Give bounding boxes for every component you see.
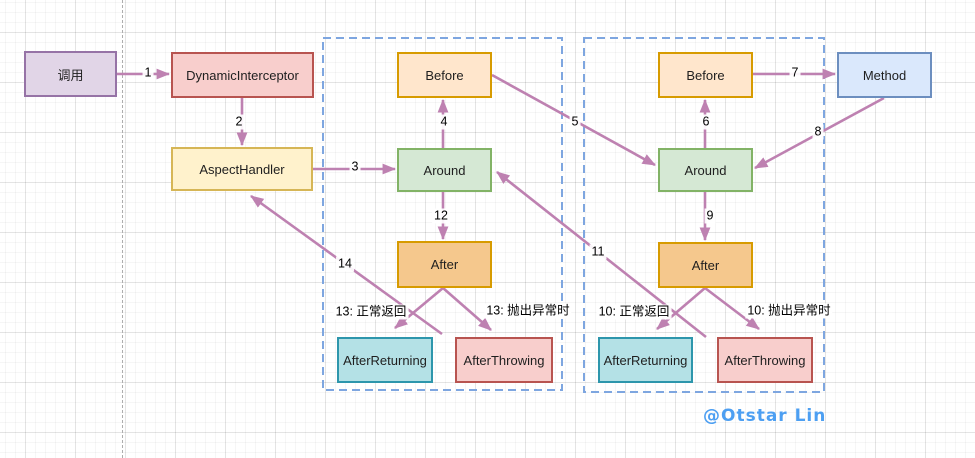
edge-label-10b[interactable]: 10: 抛出异常时: [745, 303, 833, 319]
node-after-returning-1-label: AfterReturning: [343, 352, 427, 368]
edge-arrow-10a[interactable]: [656, 287, 706, 330]
edge-label-6[interactable]: 6: [700, 114, 712, 130]
node-after-returning-2-label: AfterReturning: [603, 352, 688, 368]
edge-label-3[interactable]: 3: [349, 159, 361, 175]
node-method[interactable]: Method: [837, 52, 932, 98]
edge-arrow-13b[interactable]: [442, 287, 492, 331]
edge-label-13b[interactable]: 13: 抛出异常时: [484, 303, 572, 319]
edge-label-13a[interactable]: 13: 正常返回: [333, 304, 409, 320]
edge-label-4[interactable]: 4: [438, 114, 450, 130]
aspect-group-2-container[interactable]: [583, 37, 825, 393]
edge-label-1[interactable]: 1: [142, 65, 154, 81]
node-after-1[interactable]: After: [397, 241, 492, 288]
page-boundary-line: [122, 0, 123, 458]
edge-label-2[interactable]: 2: [233, 114, 245, 130]
edge-label-11[interactable]: 11: [589, 244, 607, 260]
edge-label-14[interactable]: 14: [336, 256, 354, 272]
node-after-returning-2[interactable]: AfterReturning: [598, 337, 693, 383]
edge-label-8[interactable]: 8: [812, 124, 824, 140]
node-after-throwing-1[interactable]: AfterThrowing: [455, 337, 553, 383]
node-aspect-handler[interactable]: AspectHandler: [171, 147, 313, 191]
node-after-returning-1[interactable]: AfterReturning: [337, 337, 433, 383]
node-after-2-label: After: [691, 257, 720, 273]
edge-label-9[interactable]: 9: [704, 208, 716, 224]
node-before-1-label: Before: [425, 67, 464, 83]
node-call[interactable]: 调用: [24, 51, 117, 97]
node-call-label: 调用: [57, 67, 84, 83]
node-before-2-label: Before: [686, 67, 725, 83]
node-dynamic-interceptor-label: DynamicInterceptor: [186, 67, 299, 83]
node-method-label: Method: [862, 67, 907, 83]
node-around-1[interactable]: Around: [397, 148, 492, 192]
node-after-throwing-2[interactable]: AfterThrowing: [717, 337, 813, 383]
node-before-2[interactable]: Before: [658, 52, 753, 98]
aspect-group-1-container[interactable]: [322, 37, 563, 391]
edge-label-10a[interactable]: 10: 正常返回: [596, 304, 672, 320]
node-dynamic-interceptor[interactable]: DynamicInterceptor: [171, 52, 314, 98]
watermark: @Otstar Lin: [703, 406, 827, 426]
node-after-1-label: After: [430, 257, 459, 272]
edge-arrow-13a[interactable]: [394, 287, 444, 329]
node-around-1-label: Around: [423, 162, 466, 178]
node-around-2-label: Around: [684, 162, 727, 178]
node-around-2[interactable]: Around: [658, 148, 753, 192]
node-after-throwing-2-label: AfterThrowing: [724, 352, 806, 368]
node-aspect-handler-label: AspectHandler: [199, 161, 285, 177]
edge-arrow-10b[interactable]: [704, 286, 760, 331]
edge-label-7[interactable]: 7: [789, 65, 801, 81]
node-after-2[interactable]: After: [658, 242, 753, 288]
node-after-throwing-1-label: AfterThrowing: [463, 352, 545, 368]
node-before-1[interactable]: Before: [397, 52, 492, 98]
edge-label-5[interactable]: 5: [569, 114, 581, 130]
edge-label-12[interactable]: 12: [432, 208, 450, 224]
